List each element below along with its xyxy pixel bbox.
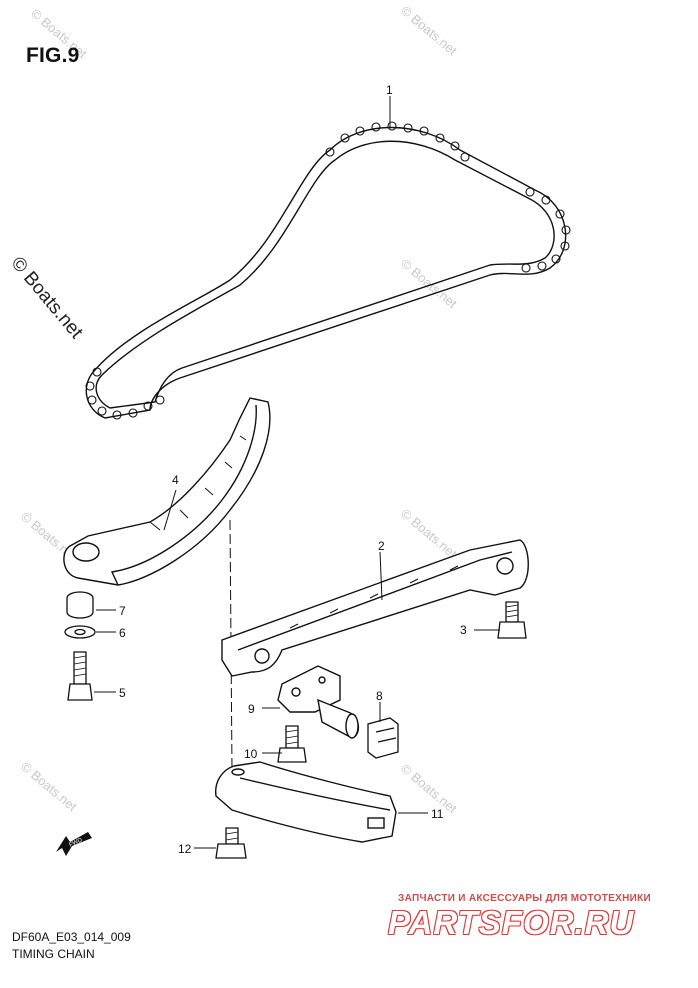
collar [66,591,94,619]
callout-5: 5 [119,686,126,700]
drawing-title: TIMING CHAIN [12,947,95,961]
brand-logo[interactable]: PARTSFOR.RU [388,904,635,941]
timing-chain [85,121,571,420]
fwd-arrow-icon: FWD [56,832,92,856]
callout-8: 8 [376,689,383,703]
callout-12: 12 [178,842,192,856]
watermark-tile: © Boats.net [18,759,80,815]
tensioner-guide [63,397,271,586]
callout-7: 7 [119,604,126,618]
callout-1: 1 [386,83,393,97]
brand-tagline: ЗАПЧАСТИ И АКСЕССУАРЫ ДЛЯ МОТОТЕХНИКИ [398,893,651,904]
fwd-label: FWD [68,837,84,848]
callout-4: 4 [172,473,179,487]
chain-guide [221,539,529,677]
callout-9: 9 [248,702,255,716]
guide-bolt [497,601,527,639]
leader-lines [94,96,500,849]
callout-labels: 1 2 3 4 5 6 7 8 9 10 11 12 [119,83,467,856]
watermark-tile: © Boats.net [398,3,460,59]
tensioner-bolt [277,725,307,763]
cover-bolt [215,827,247,859]
figure-label: FIG.9 [26,44,80,67]
tensioner-clip [367,717,399,759]
chain-tensioner [277,665,359,739]
callout-2: 2 [378,539,385,553]
chain-cover [215,761,397,843]
pivot-bolt [67,651,93,701]
callout-11: 11 [431,807,444,821]
callout-6: 6 [119,626,126,640]
watermark-tile: © Boats.net [398,761,460,817]
drawing-code: DF60A_E03_014_009 [12,930,131,944]
watermark-tile: © Boats.net [398,506,460,562]
callout-3: 3 [460,623,467,637]
washer [64,625,96,639]
callout-10: 10 [244,747,258,761]
